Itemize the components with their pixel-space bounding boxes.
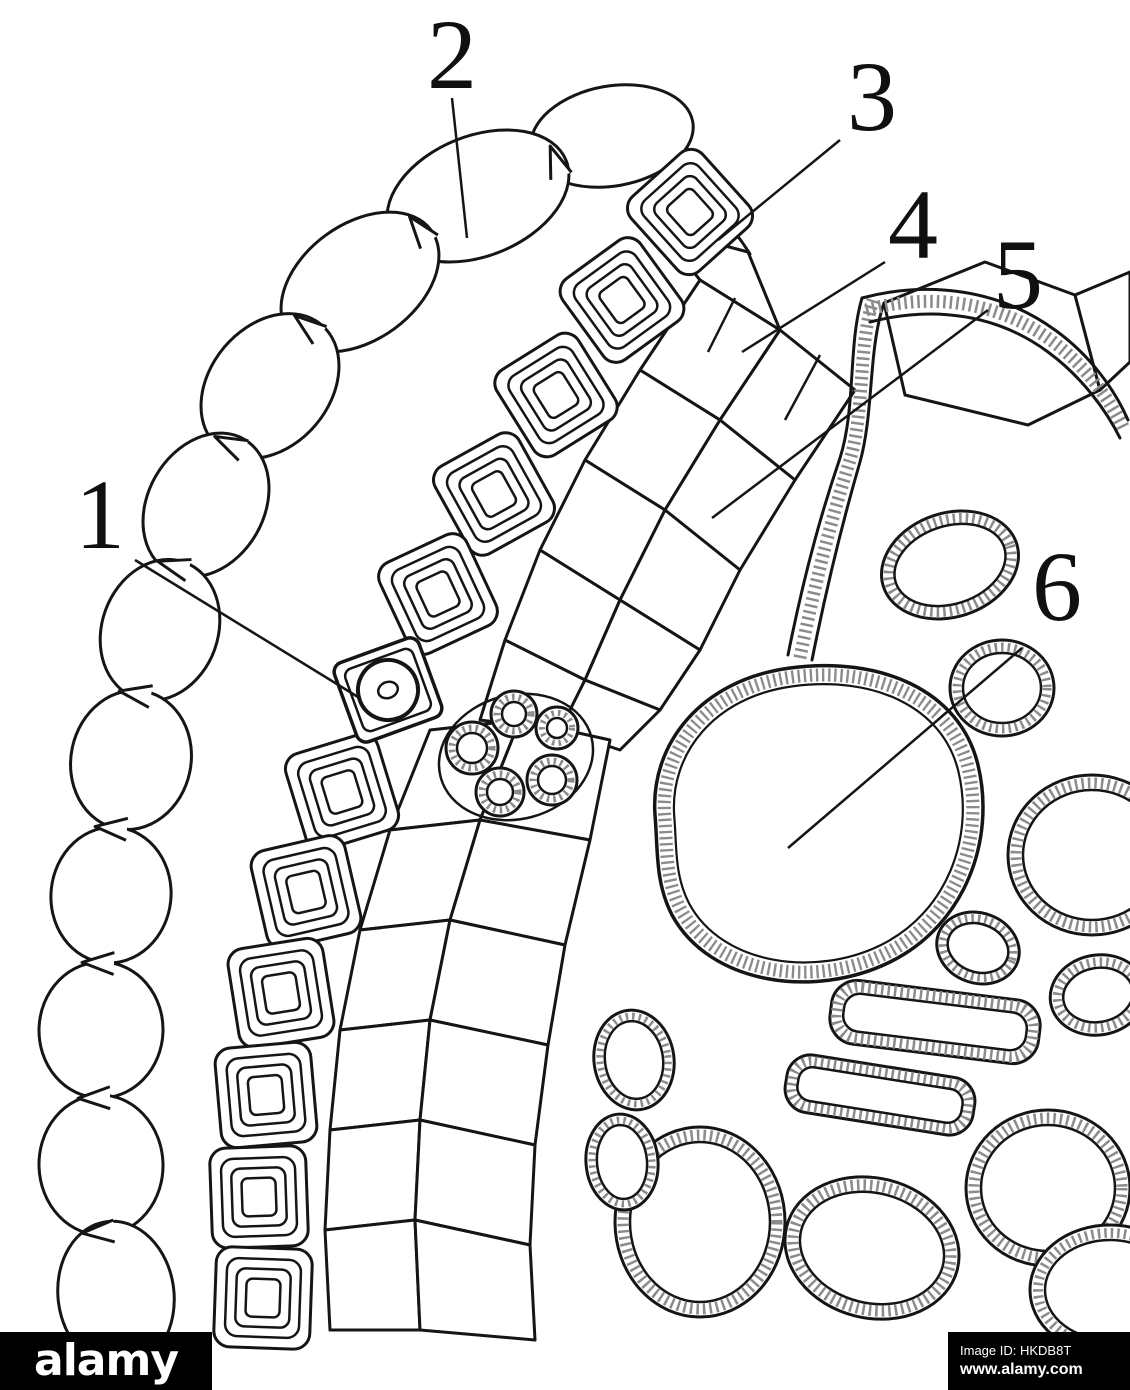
- alamy-logo-bar: alamy: [0, 1332, 212, 1390]
- label-1: 1: [75, 459, 125, 570]
- sclerenchyma-band: [207, 141, 761, 1352]
- label-4: 4: [888, 169, 938, 280]
- vessel-cell: [1006, 773, 1130, 937]
- alamy-info-bar: Image ID: HKDB8T www.alamy.com: [948, 1332, 1130, 1390]
- vessel-cell-small: [584, 1112, 660, 1212]
- figure-labels: 1 2 3 4 5 6: [75, 0, 1082, 642]
- leader-line-4: [741, 260, 886, 354]
- vessel-cell: [783, 1175, 961, 1321]
- alamy-logo: alamy: [34, 1335, 179, 1386]
- leader-lines: [134, 97, 1023, 849]
- image-id-text: Image ID: HKDB8T: [960, 1342, 1072, 1358]
- leader-line-2: [450, 97, 469, 239]
- passage-cell-1: [332, 636, 444, 744]
- vessel-cell: [948, 638, 1056, 738]
- phloem-cell-cluster: [437, 689, 595, 822]
- label-2: 2: [427, 0, 477, 110]
- vessel-cell-elongated: [828, 978, 1042, 1066]
- parenchyma-upper-region: [478, 158, 857, 752]
- label-6: 6: [1032, 531, 1082, 642]
- vessel-cell-elongated: [783, 1053, 977, 1137]
- leader-line-1: [134, 558, 359, 699]
- label-5: 5: [993, 219, 1043, 330]
- alamy-url-text: www.alamy.com: [960, 1360, 1083, 1378]
- vascular-wall-rays: [786, 287, 1130, 662]
- leader-line-3: [717, 139, 841, 241]
- label-3: 3: [847, 41, 897, 152]
- leader-line-5: [711, 309, 989, 519]
- vascular-bundle: [584, 509, 1130, 1357]
- vessel-cell-small: [592, 1008, 676, 1112]
- vessel-cell: [880, 509, 1020, 621]
- vessel-cell: [935, 910, 1021, 986]
- large-vessel-6: [652, 663, 985, 984]
- vessel-cell: [1048, 953, 1130, 1037]
- leader-line-6: [787, 647, 1023, 849]
